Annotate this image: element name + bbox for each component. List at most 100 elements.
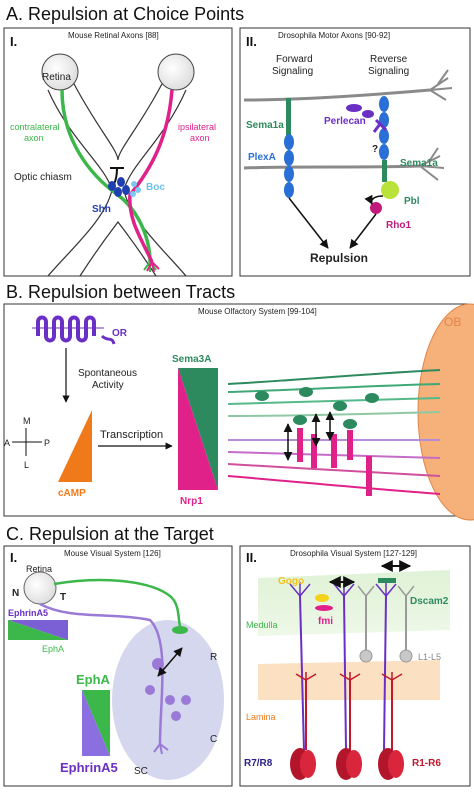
reverse-signaling-1: Reverse	[370, 54, 408, 65]
retina-eye-right	[157, 53, 195, 91]
upper-growth-cone	[429, 69, 453, 101]
retina-c-label: Retina	[26, 564, 52, 574]
forward-signaling-1: Forward	[276, 54, 313, 65]
panel-b-subtitle: Mouse Olfactory System [99-104]	[198, 307, 317, 316]
ipsilateral-label-2: axon	[190, 133, 210, 143]
axis-l: L	[24, 460, 29, 470]
lamina-label: Lamina	[246, 712, 276, 722]
optic-chiasm-label: Optic chiasm	[14, 172, 72, 183]
nasal-axon-terminal	[153, 743, 169, 755]
sema1a-left-label: Sema1a	[246, 120, 284, 131]
panel-c1-roman: I.	[10, 550, 17, 565]
retina-eye-c	[23, 571, 57, 605]
panel-c2-roman: II.	[246, 550, 257, 565]
lamina-terminals	[295, 672, 403, 681]
sc-label: SC	[134, 766, 148, 777]
pbl-node	[381, 181, 399, 199]
panel-c2-subtitle: Drosophila Visual System [127-129]	[290, 549, 417, 558]
fmi-label: fmi	[318, 616, 333, 627]
chiasm-outline-top	[71, 79, 165, 161]
l-neuron-1	[359, 649, 373, 663]
nrp1-label: Nrp1	[180, 496, 203, 507]
temporal-axon-terminal	[172, 626, 188, 634]
panel-a1: I. Mouse Retinal Axons [88] Retina contr…	[3, 27, 233, 277]
axis-a: A	[4, 438, 10, 448]
shh-molecules	[108, 177, 130, 197]
camp-label: cAMP	[58, 488, 86, 499]
rho1-label: Rho1	[386, 220, 411, 231]
panel-a1-subtitle: Mouse Retinal Axons [88]	[68, 31, 159, 40]
spontaneous-label-1: Spontaneous	[78, 368, 137, 379]
forward-signaling-2: Signaling	[272, 66, 313, 77]
ephrina5-gradient-big	[82, 690, 110, 756]
pbl-label: Pbl	[404, 196, 420, 207]
c-axis-label: C	[210, 734, 217, 745]
retina-label: Retina	[42, 72, 71, 83]
epha-top-label: EphA	[42, 644, 64, 654]
gogo-label: Gogo	[278, 576, 304, 587]
panel-b-frame	[3, 303, 471, 517]
section-c-title: C. Repulsion at the Target	[6, 524, 214, 544]
sema1a-left-shaft	[286, 98, 291, 138]
ephrina5-top-label: EphrinA5	[8, 608, 48, 618]
boc-label: Boc	[146, 182, 165, 193]
panel-a2: II. Drosophila Motor Axons [90-92] Forwa…	[239, 27, 471, 277]
axis-m: M	[23, 416, 31, 426]
contralateral-label-2: axon	[24, 133, 44, 143]
r-axis-label: R	[210, 652, 217, 663]
axis-p: P	[44, 438, 50, 448]
photoreceptor-axons	[299, 595, 407, 751]
repulsion-label: Repulsion	[310, 251, 368, 265]
sema3a-ligands	[255, 387, 379, 429]
rho1-node	[370, 202, 382, 214]
fmi-molecule	[315, 605, 333, 611]
upper-membrane	[243, 88, 431, 102]
l-neuron-2	[399, 649, 413, 663]
transcription-label: Transcription	[100, 429, 163, 441]
l1-l5-label: L1-L5	[418, 652, 441, 662]
panel-a2-subtitle: Drosophila Motor Axons [90-92]	[278, 31, 390, 40]
gogo-molecule	[315, 594, 329, 602]
retina-eye-left	[41, 53, 79, 91]
ephrina5-big-label: EphrinA5	[60, 760, 118, 775]
nasal-label: N	[12, 588, 19, 599]
dscam2-molecule	[378, 578, 396, 583]
spontaneous-label-2: Activity	[92, 380, 124, 391]
panel-a1-roman: I.	[10, 34, 17, 49]
boc-receptors	[130, 181, 141, 197]
r1r6-label: R1-R6	[412, 758, 441, 769]
ipsilateral-axon-terminal	[146, 261, 160, 273]
reverse-arrow	[349, 213, 377, 249]
section-b-title: B. Repulsion between Tracts	[6, 282, 235, 302]
sema1a-right-label: Sema1a	[400, 158, 438, 169]
medulla-region	[258, 570, 450, 636]
ommatidia	[290, 748, 404, 780]
sema1a-right-shaft	[382, 160, 387, 182]
lower-growth-cone	[419, 147, 445, 181]
nrp1-receptors	[297, 428, 372, 496]
lower-membrane	[243, 164, 421, 170]
ob-label: OB	[444, 315, 461, 329]
r7r8-label: R7/R8	[244, 758, 273, 769]
sc-repulsion-arrow	[157, 647, 183, 677]
epha-gradient-small	[8, 620, 68, 640]
ipsilateral-label-1: ipsilateral	[178, 122, 216, 132]
pbl-to-rho1-arrow	[364, 194, 384, 205]
panel-c2: II. Drosophila Visual System [127-129] M…	[239, 545, 471, 787]
dscam2-label: Dscam2	[410, 596, 449, 607]
perlecan-label: Perlecan	[324, 116, 366, 127]
forward-arrow	[288, 197, 329, 249]
or-receptor	[36, 315, 96, 343]
reverse-signaling-2: Signaling	[368, 66, 409, 77]
nrp1-gradient	[178, 368, 218, 490]
camp-gradient	[58, 410, 92, 482]
temporal-axon	[53, 578, 182, 627]
temporal-label: T	[60, 592, 66, 603]
panel-a2-frame	[239, 27, 471, 277]
epha-big-label: EphA	[76, 672, 111, 687]
nasal-axon	[39, 602, 164, 745]
panel-b: Mouse Olfactory System [99-104] OB OR Sp…	[3, 303, 474, 521]
shh-label: Shh	[92, 204, 111, 215]
contralateral-label-1: contralateral	[10, 122, 60, 132]
